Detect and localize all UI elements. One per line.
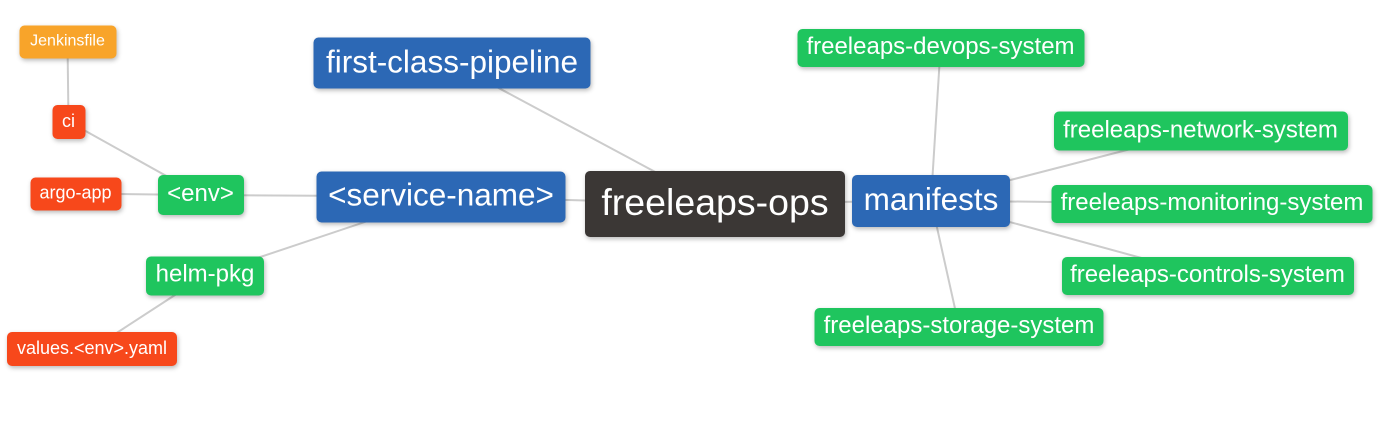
node-label: <env> — [167, 180, 234, 207]
node-label: freeleaps-controls-system — [1070, 261, 1345, 288]
node-freeleaps-controls-system[interactable]: freeleaps-controls-system — [1061, 257, 1354, 295]
node-label: freeleaps-storage-system — [823, 311, 1095, 339]
node-label: manifests — [863, 180, 999, 217]
node-ci[interactable]: ci — [52, 104, 85, 139]
node-label: argo-app — [39, 182, 112, 203]
node-freeleaps-ops[interactable]: freeleaps-ops — [585, 171, 845, 237]
node-label: freeleaps-devops-system — [806, 33, 1075, 60]
node-env[interactable]: <env> — [157, 175, 244, 215]
node-label: <service-name> — [328, 176, 554, 213]
node-label: Jenkinsfile — [30, 32, 105, 49]
node-label: freeleaps-network-system — [1063, 116, 1338, 143]
node-manifests[interactable]: manifests — [852, 174, 1010, 227]
node-first-class-pipeline[interactable]: first-class-pipeline — [313, 37, 591, 89]
node-label: values.<env>.yaml — [16, 338, 168, 358]
node-freeleaps-devops-system[interactable]: freeleaps-devops-system — [797, 29, 1084, 67]
node-freeleaps-network-system[interactable]: freeleaps-network-system — [1053, 111, 1348, 151]
node-helm-pkg[interactable]: helm-pkg — [146, 256, 264, 295]
node-label: ci — [62, 110, 75, 131]
node-label: freeleaps-monitoring-system — [1060, 189, 1364, 216]
node-jenkinsfile[interactable]: Jenkinsfile — [19, 25, 116, 59]
node-label: helm-pkg — [155, 260, 255, 288]
node-label: freeleaps-ops — [601, 181, 829, 224]
node-freeleaps-storage-system[interactable]: freeleaps-storage-system — [814, 307, 1104, 346]
node-argo-app[interactable]: argo-app — [30, 177, 121, 210]
node-values-env-yaml[interactable]: values.<env>.yaml — [7, 332, 177, 366]
node-label: first-class-pipeline — [325, 43, 579, 80]
node-service-name[interactable]: <service-name> — [316, 171, 566, 222]
node-freeleaps-monitoring-system[interactable]: freeleaps-monitoring-system — [1051, 185, 1373, 223]
